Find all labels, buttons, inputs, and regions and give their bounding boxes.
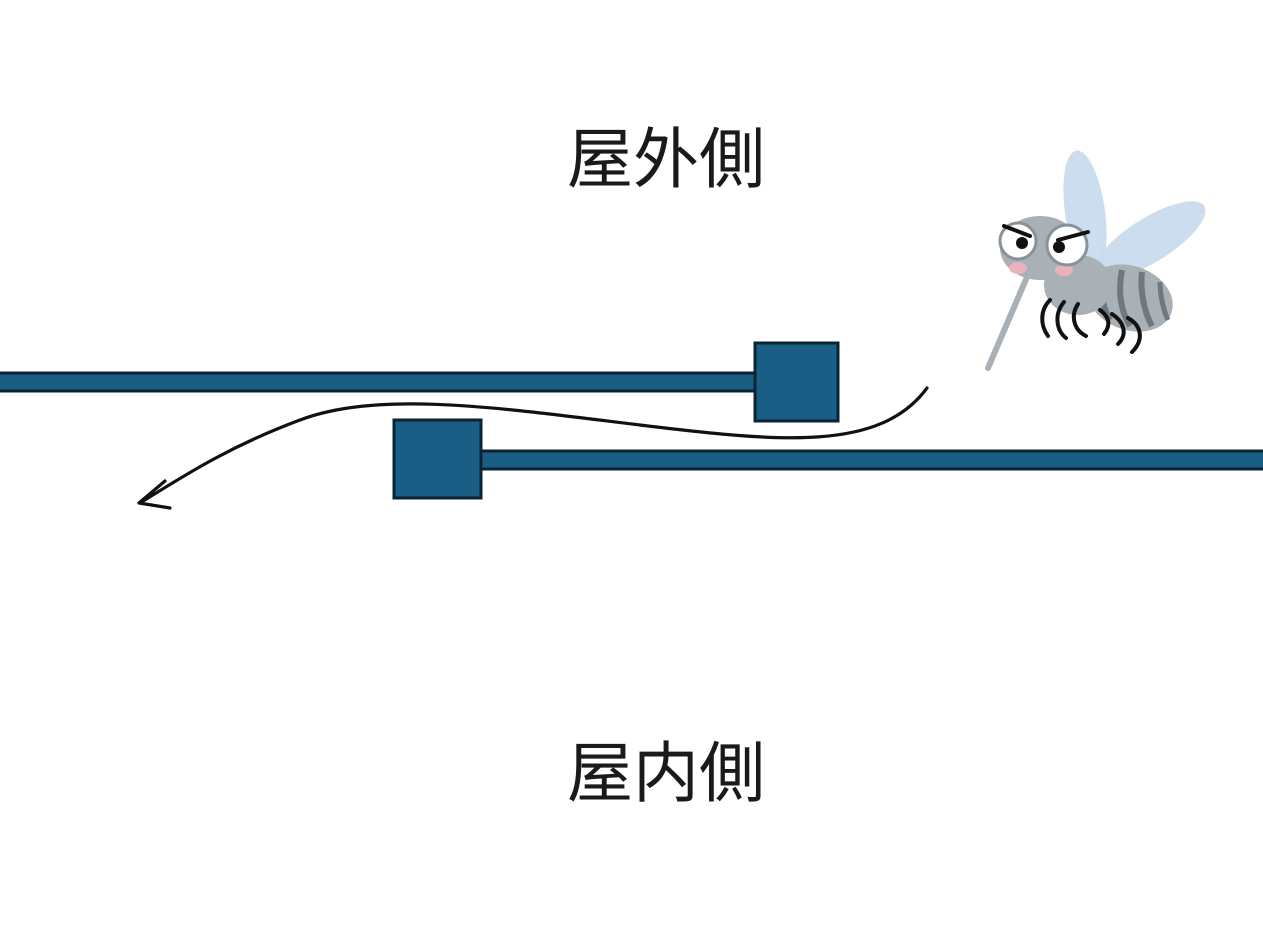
mosquito-brow-right bbox=[1056, 230, 1090, 242]
mosquito-proboscis bbox=[985, 267, 1033, 371]
entry-path-line bbox=[138, 386, 929, 505]
inner-sash-block bbox=[392, 418, 483, 500]
mosquito-pupil-right bbox=[1053, 241, 1065, 253]
arrow-head-icon bbox=[137, 479, 172, 510]
outer-sash-rail bbox=[0, 371, 760, 393]
mosquito-pupil-left bbox=[1016, 237, 1028, 249]
mosquito-icon bbox=[985, 150, 1206, 371]
indoor-side-label: 屋内側 bbox=[567, 735, 765, 812]
mosquito-cheek-left bbox=[1009, 262, 1027, 274]
outdoor-side-label: 屋外側 bbox=[567, 121, 765, 198]
mosquito-brow-left bbox=[1002, 224, 1032, 238]
mosquito-wing-right bbox=[1094, 201, 1206, 279]
mosquito-legs bbox=[1040, 298, 1142, 354]
inner-sash-rail bbox=[478, 449, 1263, 471]
mosquito-eye-right bbox=[1045, 223, 1089, 267]
entry-path bbox=[137, 386, 929, 510]
outer-sash bbox=[0, 341, 840, 423]
inner-sash bbox=[392, 418, 1263, 500]
outer-sash-block bbox=[753, 341, 840, 423]
mosquito-cheek-right bbox=[1055, 264, 1073, 276]
